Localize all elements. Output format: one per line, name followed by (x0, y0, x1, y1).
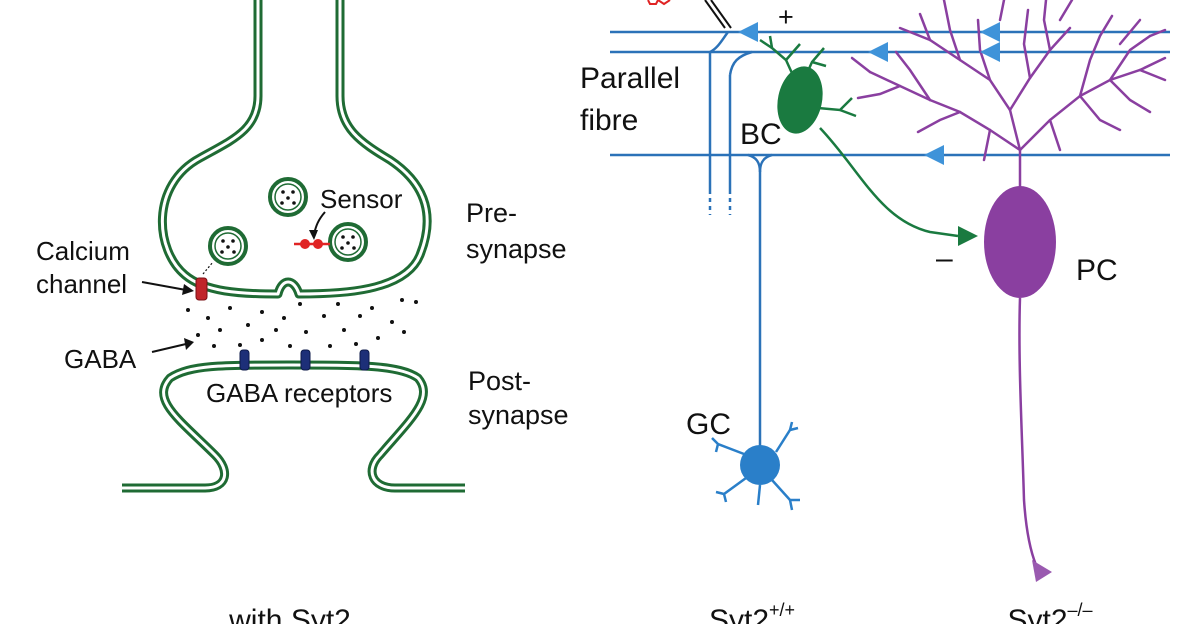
pc-label: PC (1076, 254, 1118, 287)
gc-main-axon-curve (747, 153, 762, 173)
synapse-arrowhead (980, 22, 1000, 42)
vesicle (328, 222, 368, 262)
presynaptic-membrane (157, 0, 432, 299)
with-syt2-caption: with Syt2 (228, 604, 351, 624)
basket-cell (759, 35, 978, 246)
synapse-arrowhead (738, 22, 758, 42)
sensor-molecule (294, 239, 330, 249)
plus-sign: + (778, 2, 794, 32)
synapse-arrowhead (868, 42, 888, 62)
gc-label: GC (686, 408, 731, 441)
syt2-knockout-caption: Syt2–/– (1007, 600, 1092, 624)
bc-label: BC (740, 118, 782, 151)
gc-ascending-axon (728, 50, 753, 76)
calcium-label-line2: channel (36, 269, 127, 299)
parallel-fibre-label-line2: fibre (580, 104, 638, 137)
stimulus-symbol (647, 0, 671, 6)
syt2-wildtype-superscript: +/+ (769, 600, 795, 620)
syt2-knockout-base: Syt2 (1007, 604, 1067, 624)
syt2-wildtype-caption: Syt2+/+ (709, 600, 795, 624)
gaba-receptor (359, 349, 370, 371)
presynapse-label-line1: Pre- (466, 198, 517, 228)
gaba-receptors-label: GABA receptors (206, 378, 392, 408)
gc-main-axon (758, 153, 773, 465)
gc-ascending-axon (709, 31, 730, 54)
gaba-receptor (239, 349, 250, 371)
calcium-label-line1: Calcium (36, 236, 130, 266)
parallel-fibre-label-line1: Parallel (580, 62, 680, 95)
granule-cell (711, 421, 800, 511)
syt2-wildtype-base: Syt2 (709, 604, 769, 624)
presynapse-label-line2: synapse (466, 234, 567, 264)
synapse-panel: Sensor Pre- synapse Calcium channel GABA… (36, 0, 569, 624)
synapse-arrowhead (980, 42, 1000, 62)
gaba-molecules (186, 298, 418, 348)
calcium-channel-arrowhead (182, 284, 194, 295)
calcium-channel (195, 277, 208, 301)
basket-cell-terminal (958, 226, 978, 246)
electrode (710, 0, 732, 29)
postsynapse-label-line1: Post- (468, 366, 531, 396)
gaba-arrowhead (184, 338, 194, 350)
gaba-arrow (151, 343, 187, 353)
calcium-to-vesicle-arrow (202, 261, 214, 275)
sensor-arrowhead (309, 230, 318, 240)
syt2-knockout-superscript: –/– (1068, 600, 1093, 620)
presynaptic-membrane-inner (160, 0, 429, 296)
purkinje-cell-body (984, 186, 1056, 298)
gaba-receptor (300, 349, 311, 371)
electrode (704, 0, 726, 29)
sensor-label: Sensor (320, 184, 403, 214)
purkinje-axon-terminal (1032, 560, 1052, 582)
calcium-channel-arrow (141, 281, 187, 291)
vesicle (268, 177, 308, 217)
circuit-panel: Parallel fibre BC + – PC GC Syt2+/+ Syt2… (580, 0, 1170, 624)
gaba-label: GABA (64, 344, 137, 374)
postsynaptic-membrane-inner (122, 363, 465, 490)
postsynapse-label-line2: synapse (468, 400, 569, 430)
vesicle (208, 226, 248, 266)
purkinje-axon (1018, 297, 1038, 566)
synapse-arrowhead (924, 145, 944, 165)
minus-sign: – (936, 242, 953, 275)
purkinje-dendrites (850, 0, 1167, 192)
